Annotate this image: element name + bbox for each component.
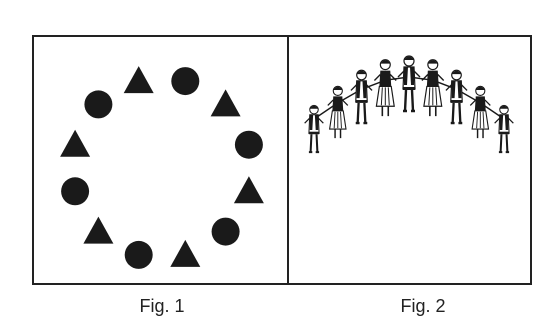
dancer-figure (374, 60, 396, 116)
shape-ring (34, 37, 287, 283)
figure-2-panel (289, 37, 530, 283)
triangle-shape (83, 217, 113, 244)
dancer-figure (305, 105, 324, 152)
triangle-shape (234, 176, 264, 203)
circle-shape (125, 241, 153, 269)
dancer-figure (328, 86, 348, 138)
dancer-figure (398, 56, 420, 111)
triangle-shape (170, 240, 200, 267)
circle-shape (171, 67, 199, 95)
circle-shape (61, 177, 89, 205)
dancers-illustration (289, 37, 530, 283)
dancer-figure (446, 70, 467, 123)
triangle-shape (211, 89, 241, 116)
dancer-figure (495, 105, 514, 152)
circle-shape (212, 218, 240, 246)
dancer-figure (470, 86, 490, 138)
triangle-shape (60, 130, 90, 157)
figure-1-caption: Fig. 1 (102, 296, 222, 317)
dancer-figure (351, 70, 372, 123)
figure-2-caption: Fig. 2 (363, 296, 483, 317)
circle-shape (235, 131, 263, 159)
triangle-shape (124, 66, 154, 93)
circle-shape (84, 90, 112, 118)
figure-1-panel (34, 37, 287, 283)
dancer-figure (422, 60, 444, 116)
